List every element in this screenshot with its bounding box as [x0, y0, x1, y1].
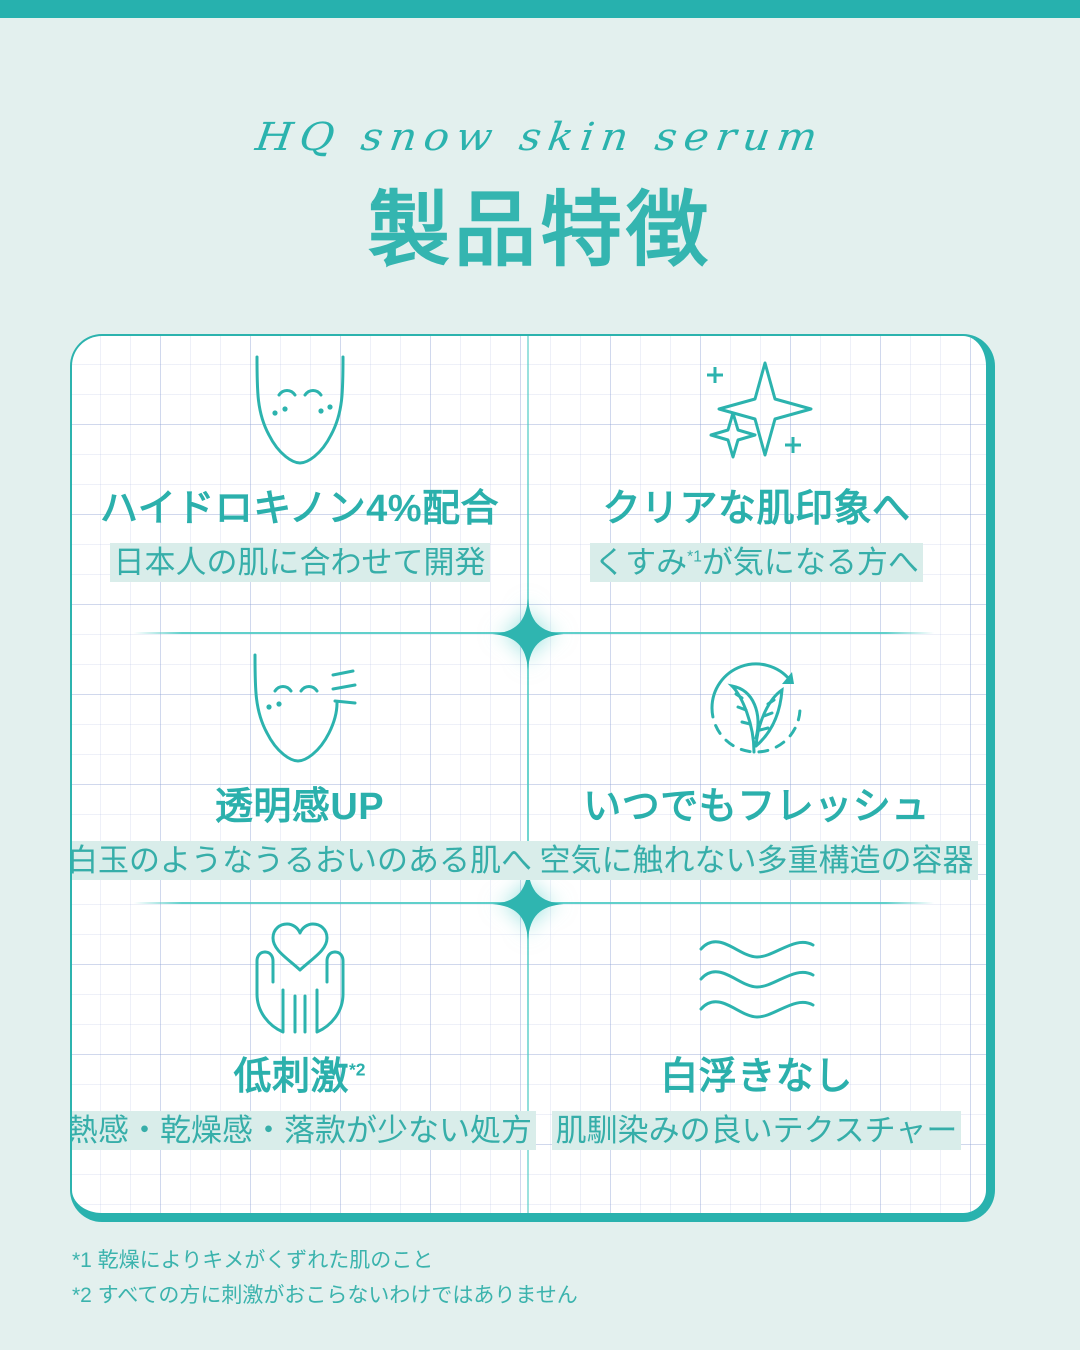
- feature-subtitle: 空気に触れない多重構造の容器: [535, 840, 978, 880]
- page-title: 製品特徴: [367, 185, 712, 276]
- feature-item-transparency: 透明感UP 白玉のようなうるおいのある肌へ: [72, 634, 536, 930]
- feature-subtitle-row: くすみ*1が気になる方へ: [590, 541, 923, 586]
- feature-subtitle: 日本人の肌に合わせて開発: [109, 542, 490, 582]
- sparkle-stars-icon: [529, 336, 984, 486]
- feature-subtitle: くすみ*1が気になる方へ: [590, 542, 923, 582]
- feature-subtitle-row: 熱感・乾燥感・落款が少ない処方: [72, 1109, 536, 1154]
- feature-subtitle-text-after: が気になる方へ: [701, 544, 919, 580]
- face-with-spots-icon: [72, 336, 527, 486]
- feature-subtitle-row: 空気に触れない多重構造の容器: [535, 839, 978, 884]
- feature-title: 透明感UP: [214, 786, 385, 828]
- feature-title: いつでもフレッシュ: [583, 786, 930, 828]
- feature-title: 白浮きなし: [660, 1056, 853, 1098]
- hands-heart-icon: [72, 904, 527, 1054]
- feature-item-hydroquinone: ハイドロキノン4%配合 日本人の肌に合わせて開発: [72, 336, 527, 632]
- feature-subtitle-text-before: くすみ: [594, 544, 688, 580]
- top-accent-bar: [0, 0, 1080, 18]
- smiling-face-icon: [72, 634, 527, 784]
- divider-sparkle-icon-2: [491, 867, 565, 941]
- footnote-1: *1 乾燥によりキメがくずれた肌のこと: [72, 1249, 434, 1272]
- feature-subtitle: 肌馴染みの良いテクスチャー: [551, 1110, 962, 1150]
- leaf-refresh-icon: [529, 634, 984, 784]
- feature-subtitle-row: 肌馴染みの良いテクスチャー: [551, 1109, 962, 1154]
- footnotes: *1 乾燥によりキメがくずれた肌のこと *2 すべての方に刺激がおこらないわけで…: [72, 1244, 972, 1313]
- features-grid: ハイドロキノン4%配合 日本人の肌に合わせて開発 クリアな肌印象へ くすみ*1が…: [72, 336, 986, 1213]
- feature-subtitle-row: 白玉のようなうるおいのある肌へ: [72, 839, 536, 884]
- vertical-divider: [527, 336, 529, 1213]
- feature-item-clear-skin: クリアな肌印象へ くすみ*1が気になる方へ: [529, 336, 984, 632]
- feature-subtitle-footnote-ref: *1: [687, 548, 702, 566]
- feature-subtitle: 熱感・乾燥感・落款が少ない処方: [72, 1110, 536, 1150]
- feature-item-freshness: いつでもフレッシュ 空気に触れない多重構造の容器: [529, 634, 984, 930]
- feature-title-text: 低刺激: [233, 1056, 349, 1098]
- divider-sparkle-icon-1: [491, 597, 565, 671]
- feature-title: ハイドロキノン4%配合: [99, 488, 499, 530]
- feature-title-footnote-ref: *2: [349, 1059, 366, 1080]
- feature-item-low-irritation: 低刺激*2 熱感・乾燥感・落款が少ない処方: [72, 904, 536, 1213]
- feature-item-no-white-cast: 白浮きなし 肌馴染みの良いテクスチャー: [529, 904, 984, 1213]
- feature-title: 低刺激*2: [233, 1056, 365, 1100]
- footnote-2: *2 すべての方に刺激がおこらないわけではありません: [72, 1283, 578, 1307]
- water-waves-icon: [529, 904, 984, 1054]
- feature-subtitle: 白玉のようなうるおいのある肌へ: [72, 840, 536, 880]
- brand-script-logo: HQ snow skin serum: [252, 113, 828, 160]
- feature-subtitle-row: 日本人の肌に合わせて開発: [109, 541, 490, 586]
- features-card: ハイドロキノン4%配合 日本人の肌に合わせて開発 クリアな肌印象へ くすみ*1が…: [70, 334, 995, 1222]
- feature-title: クリアな肌印象へ: [602, 488, 911, 530]
